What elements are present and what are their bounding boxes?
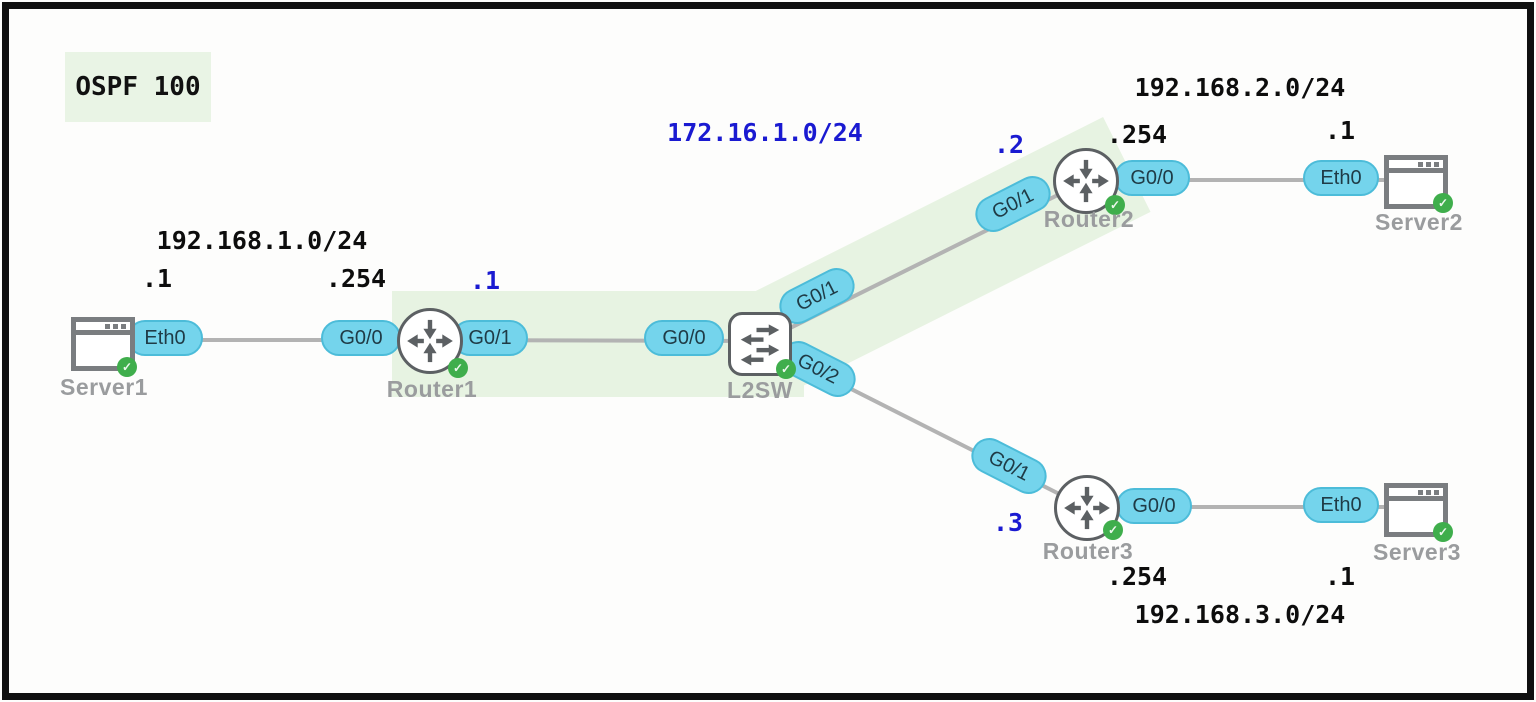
lan2-router-ip: .254 [1106,120,1168,149]
interface-pill-server3-eth0: Eth0 [1303,487,1379,523]
backbone-router3-ip: .3 [992,508,1024,537]
status-ok-icon: ✓ [1433,193,1453,213]
status-ok-icon: ✓ [1433,522,1453,542]
l2sw-label: L2SW [727,377,793,403]
ospf-area-label: OSPF 100 [65,52,211,122]
lan2-server-ip: .1 [1324,116,1356,145]
lan1-router-ip: .254 [325,264,387,293]
status-ok-icon: ✓ [1103,520,1123,540]
server-icon [1389,488,1443,501]
lan2-network-label: 192.168.2.0/24 [1134,73,1346,102]
status-ok-icon: ✓ [117,357,137,377]
lan3-router-ip: .254 [1106,562,1168,591]
status-ok-icon: ✓ [448,358,468,378]
server1-label: Server1 [60,374,148,400]
interface-pill-l2sw-g0-0: G0/0 [644,320,724,356]
server2-label: Server2 [1375,209,1463,235]
backbone-network-label: 172.16.1.0/24 [667,118,863,147]
router3-label: Router3 [1042,538,1134,564]
status-ok-icon: ✓ [776,359,796,379]
interface-pill-router3-g0-0: G0/0 [1116,488,1192,524]
interface-pill-server2-eth0: Eth0 [1303,160,1379,196]
lan1-network-label: 192.168.1.0/24 [156,226,368,255]
router1-label: Router1 [386,376,478,402]
server3-label: Server3 [1373,539,1461,565]
backbone-router1-ip: .1 [469,266,501,295]
lan1-server-ip: .1 [141,264,173,293]
backbone-router2-ip: .2 [993,130,1025,159]
interface-pill-router3-g0-1: G0/1 [965,431,1053,501]
status-ok-icon: ✓ [1105,195,1125,215]
lan3-server-ip: .1 [1324,562,1356,591]
interface-pill-server1-eth0: Eth0 [127,320,203,356]
server-icon [1389,160,1443,173]
lan3-network-label: 192.168.3.0/24 [1134,600,1346,629]
router2-label: Router2 [1043,206,1135,232]
interface-pill-router1-g0-0: G0/0 [321,320,401,356]
interface-pill-router2-g0-0: G0/0 [1114,160,1190,196]
interface-pill-router1-g0-1: G0/1 [452,320,528,356]
server-icon [76,322,130,335]
server1-node [71,317,135,371]
